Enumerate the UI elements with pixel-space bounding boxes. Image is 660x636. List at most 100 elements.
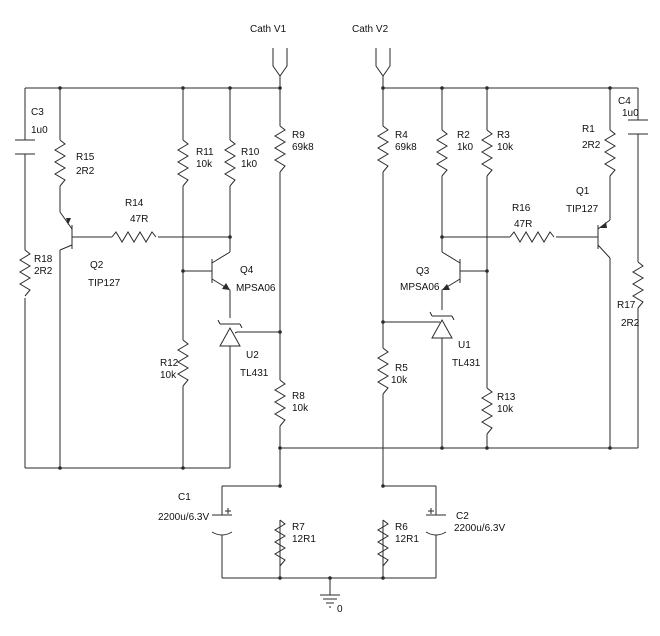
capacitor-C1[interactable]: C1 2200u/6.3V <box>158 492 233 536</box>
transistor-Q4[interactable]: Q4 MPSA06 <box>211 251 276 294</box>
resistor-R16[interactable]: R16 47R <box>509 203 555 243</box>
resistor-icon <box>274 379 286 427</box>
ref-label: Q4 <box>240 265 254 276</box>
junction-dot <box>228 86 232 90</box>
resistor-R9[interactable]: R9 69k8 <box>274 125 314 173</box>
ref-label: R7 <box>292 522 305 533</box>
resistor-R10[interactable]: R10 1k0 <box>224 139 260 187</box>
junction-dot <box>608 446 612 450</box>
junction-dot <box>608 86 612 90</box>
value-label: 12R1 <box>395 534 419 545</box>
resistor-icon <box>436 129 448 177</box>
ref-label: C3 <box>31 107 44 118</box>
emitter-arrow-icon <box>66 218 71 225</box>
value-label: 12R1 <box>292 534 316 545</box>
resistor-R6[interactable]: R6 12R1 <box>377 519 419 567</box>
ref-label: R15 <box>76 152 95 163</box>
capacitor-C3[interactable]: C3 1u0 <box>15 107 48 155</box>
value-label: 2R2 <box>621 318 640 329</box>
value-label: 10k <box>497 404 514 415</box>
regulator-U2[interactable]: U2 TL431 <box>217 319 269 379</box>
resistor-icon <box>377 519 389 567</box>
emitter-arrow-icon <box>222 283 230 290</box>
resistor-R3[interactable]: R3 10k <box>481 129 514 177</box>
port-cath-v2[interactable]: Cath V2 <box>352 24 391 77</box>
junction-dot <box>278 446 282 450</box>
capacitor-icon <box>15 139 35 155</box>
resistor-icon <box>481 387 493 435</box>
ref-label: R10 <box>241 147 260 158</box>
transistor-Q3[interactable]: Q3 MPSA06 <box>400 251 461 293</box>
resistor-icon <box>377 125 389 173</box>
plus-icon <box>225 508 231 514</box>
shunt-regulator-icon <box>217 319 243 347</box>
port-arrow-icon <box>272 48 288 77</box>
ref-label: R11 <box>196 147 214 158</box>
ref-label: R5 <box>395 363 408 374</box>
resistor-R12[interactable]: R12 10k <box>160 339 189 387</box>
junction-dot <box>181 466 185 470</box>
ground-symbol: 0 <box>320 594 343 615</box>
ref-label: R17 <box>617 300 636 311</box>
port-arrow-icon <box>375 48 391 77</box>
shunt-regulator-icon <box>429 311 455 339</box>
npn-transistor-icon <box>441 251 461 291</box>
resistor-icon <box>632 261 644 309</box>
junction-dot <box>381 86 385 90</box>
capacitor-C4[interactable]: C4 1u0 <box>618 96 648 135</box>
resistor-R5[interactable]: R5 10k <box>377 347 408 395</box>
junctions <box>58 86 612 580</box>
emitter-arrow-icon <box>600 222 607 228</box>
value-label: 1k0 <box>241 159 258 170</box>
resistor-R4[interactable]: R4 69k8 <box>377 125 417 173</box>
value-label: TIP127 <box>88 278 121 289</box>
resistor-R18[interactable]: R18 2R2 <box>19 249 53 297</box>
junction-dot <box>181 86 185 90</box>
ref-label: R6 <box>395 522 408 533</box>
value-label: MPSA06 <box>400 282 440 293</box>
resistor-R17[interactable]: R17 2R2 <box>617 261 644 329</box>
resistor-icon <box>177 339 189 387</box>
resistor-R13[interactable]: R13 10k <box>481 387 516 435</box>
resistor-R7[interactable]: R7 12R1 <box>274 519 316 567</box>
regulator-U1[interactable]: U1 TL431 <box>429 311 481 369</box>
junction-dot <box>58 466 62 470</box>
transistor-Q2[interactable]: Q2 TIP127 <box>59 211 121 289</box>
port-label: Cath V2 <box>352 24 389 35</box>
ref-label: R13 <box>497 392 516 403</box>
transistor-Q1[interactable]: Q1 TIP127 <box>566 186 611 259</box>
emitter-arrow-icon <box>442 284 450 290</box>
ref-label: R16 <box>512 203 531 214</box>
ref-label: C4 <box>618 96 631 107</box>
wires <box>24 76 639 595</box>
junction-dot <box>440 86 444 90</box>
plus-icon <box>428 508 434 514</box>
junction-dot <box>278 484 282 488</box>
value-label: 1k0 <box>457 142 474 153</box>
resistor-R2[interactable]: R2 1k0 <box>436 129 474 177</box>
ref-label: C2 <box>456 511 469 522</box>
resistor-R15[interactable]: R15 2R2 <box>54 139 95 187</box>
resistor-icon <box>274 519 286 567</box>
value-label: TIP127 <box>566 204 599 215</box>
value-label: 10k <box>160 370 177 381</box>
ref-label: R3 <box>497 130 510 141</box>
resistor-icon <box>604 129 616 177</box>
capacitor-icon <box>628 119 648 135</box>
resistor-R14[interactable]: R14 47R <box>111 198 157 243</box>
port-label: Cath V1 <box>250 24 287 35</box>
capacitor-C2[interactable]: C2 2200u/6.3V <box>425 508 505 536</box>
junction-dot <box>381 576 385 580</box>
ref-label: Q2 <box>90 260 104 271</box>
port-cath-v1[interactable]: Cath V1 <box>250 24 288 77</box>
ref-label: R9 <box>292 130 305 141</box>
value-label: 10k <box>292 403 309 414</box>
junction-dot <box>485 269 489 273</box>
pnp-transistor-icon <box>59 211 90 251</box>
junction-dot <box>278 576 282 580</box>
polarized-capacitor-icon <box>211 514 233 536</box>
resistor-R1[interactable]: R1 2R2 <box>582 124 616 177</box>
resistor-icon <box>177 139 189 187</box>
resistor-R11[interactable]: R11 10k <box>177 139 214 187</box>
resistor-R8[interactable]: R8 10k <box>274 379 309 427</box>
